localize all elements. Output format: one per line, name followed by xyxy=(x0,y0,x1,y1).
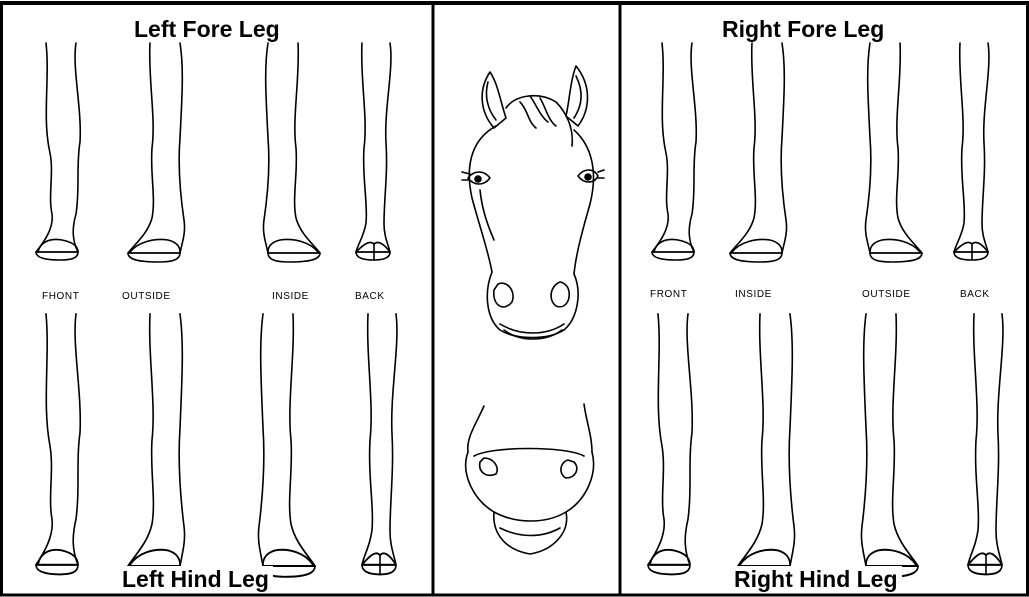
leg-left-fore-back xyxy=(356,43,391,260)
leg-right-hind-inside xyxy=(738,314,795,577)
horse-muzzle xyxy=(466,404,594,554)
title-right-hind-leg: Right Hind Leg xyxy=(730,566,902,592)
title-left-fore-leg: Left Fore Leg xyxy=(130,16,284,42)
title-right-fore-leg: Right Fore Leg xyxy=(718,16,888,42)
leg-right-fore-inside xyxy=(730,43,787,262)
leg-left-hind-outside xyxy=(128,314,185,577)
leg-left-fore-inside xyxy=(263,43,320,262)
label-left-outside: OUTSIDE xyxy=(122,291,171,303)
left-hind-legs xyxy=(36,314,397,577)
leg-left-fore-outside xyxy=(128,43,185,262)
label-right-back: BACK xyxy=(960,289,990,301)
leg-right-hind-back xyxy=(968,314,1003,574)
leg-right-fore-back xyxy=(954,43,989,260)
leg-left-hind-front xyxy=(36,314,80,574)
right-hind-legs xyxy=(648,314,1003,577)
leg-right-hind-front xyxy=(648,314,692,574)
left-fore-legs xyxy=(36,43,391,262)
right-fore-legs xyxy=(652,43,989,262)
label-right-front: FRONT xyxy=(650,289,687,301)
title-left-hind-leg: Left Hind Leg xyxy=(118,566,273,592)
label-right-inside: INSIDE xyxy=(735,289,772,301)
leg-right-hind-outside xyxy=(861,314,918,577)
label-left-front: FHONT xyxy=(42,291,79,303)
leg-left-fore-front xyxy=(36,43,80,260)
label-right-outside: OUTSIDE xyxy=(862,289,911,301)
leg-left-hind-inside xyxy=(258,314,315,577)
horse-head-front xyxy=(462,66,604,339)
label-left-inside: INSIDE xyxy=(272,291,309,303)
leg-right-fore-outside xyxy=(865,43,922,262)
leg-left-hind-back xyxy=(362,314,397,574)
leg-right-fore-front xyxy=(652,43,696,260)
label-left-back: BACK xyxy=(355,291,385,303)
